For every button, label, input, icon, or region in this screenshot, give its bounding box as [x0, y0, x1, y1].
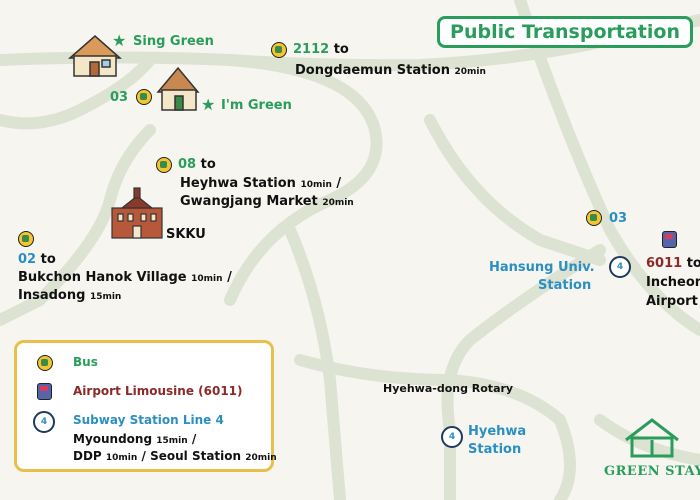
green-stay-logo — [625, 418, 679, 458]
legend-ddp: DDP — [73, 449, 102, 463]
route-2112-dest: Dongdaemun Station — [295, 63, 450, 78]
legend-seoul-station-time: 20min — [245, 453, 277, 463]
limousine-icon — [662, 231, 677, 248]
legend-subway-icon: 4 — [33, 411, 55, 433]
subway-line4-icon: 4 — [441, 426, 463, 448]
legend-myoundong: Myoundong — [73, 432, 153, 446]
route-6011-number: 6011 — [646, 256, 683, 271]
road-bottom-right — [554, 414, 576, 500]
place-skku: SKKU — [166, 227, 206, 242]
route-02-time2: 15min — [89, 292, 122, 302]
route-6011-dest1: Incheon — [646, 275, 700, 290]
road-rotary-west — [294, 354, 566, 426]
legend-bus-label: Bus — [73, 355, 98, 369]
legend-line-1: Myoundong 15min / — [73, 431, 196, 450]
road-north-curve — [224, 54, 383, 306]
route-08-time2: 20min — [322, 198, 354, 208]
legend-subway-label: Subway Station Line 4 — [73, 413, 224, 427]
route-08-dest2: Gwangjang Market — [180, 194, 318, 209]
route-02-dest2: Insadong — [18, 288, 86, 303]
route-2112: 2112 to — [293, 41, 349, 58]
route-02-to: to — [40, 252, 56, 267]
route-02: 02 to — [18, 251, 56, 268]
subway-line4-icon: 4 — [609, 256, 631, 278]
star-icon: ★ — [112, 31, 127, 50]
place-hansung-line1: Hansung Univ. — [489, 260, 595, 275]
page-title-text: Public Transportation — [450, 21, 680, 43]
route-6011-to: to — [686, 256, 700, 271]
route-08-time1: 10min — [300, 180, 332, 190]
route-03-top: 03 — [110, 90, 129, 105]
legend-seoul-station: Seoul Station — [150, 449, 242, 463]
legend-line-2: DDP 10min / Seoul Station 20min — [73, 448, 277, 467]
legend-bus-icon — [37, 355, 53, 371]
place-hyehwa-rotary: Hyehwa-dong Rotary — [383, 382, 514, 395]
route-02-dest-1: Bukchon Hanok Village 10min / — [18, 269, 232, 288]
bus-icon — [156, 157, 172, 173]
route-08-dest-2: Gwangjang Market 20min — [180, 193, 354, 212]
route-2112-to: to — [333, 42, 349, 57]
route-02-number: 02 — [18, 252, 37, 267]
route-02-dest-2: Insadong 15min — [18, 287, 121, 306]
route-08-number: 08 — [178, 157, 197, 172]
route-08-dest1: Heyhwa Station — [180, 176, 296, 191]
legend-line1-sep: / — [191, 432, 197, 446]
legend-ddp-time: 10min — [105, 453, 138, 463]
legend-limousine-icon — [37, 383, 52, 400]
legend-myoundong-time: 15min — [156, 436, 188, 446]
place-sing-green: Sing Green — [133, 34, 214, 49]
star-icon: ★ — [201, 95, 216, 114]
route-03-right: 03 — [609, 211, 628, 226]
bus-icon — [586, 210, 602, 226]
skku-building-icon — [111, 187, 163, 239]
route-08-to: to — [200, 157, 216, 172]
route-2112-number: 2112 — [293, 42, 330, 57]
bus-icon — [136, 89, 152, 105]
route-02-sep: / — [227, 270, 232, 285]
road-east — [424, 114, 606, 266]
road-center-west — [0, 124, 156, 326]
road-to-rotary — [441, 244, 606, 500]
place-hyehwa-line1: Hyehwa — [468, 424, 527, 439]
page-title: Public Transportation — [437, 16, 693, 48]
legend-limousine-label: Airport Limousine (6011) — [73, 384, 243, 398]
legend-line2-sep: / — [141, 449, 146, 463]
route-2112-destination: Dongdaemun Station 20min — [295, 62, 486, 81]
road-south-east — [594, 414, 700, 466]
place-im-green: I'm Green — [221, 98, 292, 113]
route-08-sep: / — [336, 176, 342, 191]
road-main-diagonal — [514, 0, 700, 336]
route-6011: 6011 to — [646, 255, 700, 272]
bus-icon — [18, 231, 34, 247]
route-08-dest-1: Heyhwa Station 10min / — [180, 175, 341, 194]
route-08: 08 to — [178, 156, 216, 173]
route-02-time1: 10min — [191, 274, 223, 284]
route-6011-dest2: Airport — [646, 294, 698, 309]
legend: Bus Airport Limousine (6011) 4 Subway St… — [14, 340, 277, 472]
place-hyehwa-line2: Station — [468, 442, 522, 457]
im-green-house-icon — [156, 66, 200, 111]
road-left-loop — [0, 54, 156, 130]
logo-text: GREEN STAY — [604, 464, 700, 479]
route-2112-time: 20min — [454, 67, 486, 77]
sing-green-house-icon — [68, 35, 122, 77]
place-hansung-line2: Station — [538, 278, 592, 293]
bus-icon — [271, 42, 287, 58]
route-02-dest1: Bukchon Hanok Village — [18, 270, 187, 285]
